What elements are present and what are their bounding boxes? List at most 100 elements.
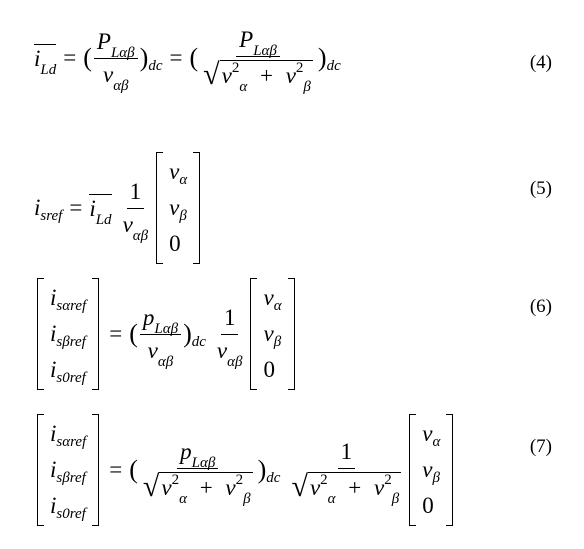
exp-2: 2 <box>320 471 328 488</box>
symbol-v: v <box>216 337 228 363</box>
sub-ab: αβ <box>113 77 129 94</box>
exp-2: 2 <box>295 59 304 76</box>
equation-4: iLd = ( PLαβ vαβ )dc = ( PLαβ √ v2α + v2… <box>0 18 584 98</box>
exp-2: 2 <box>235 471 244 488</box>
symbol-v: v <box>169 159 180 184</box>
fraction-1-over-v: 1 vαβ <box>214 305 246 370</box>
sub-beta: β <box>273 333 282 350</box>
sub-Lab: Lαβ <box>253 42 277 59</box>
left-paren: ( <box>189 43 199 72</box>
symbol-i: i <box>50 421 57 446</box>
equals-sign: = <box>109 457 123 482</box>
sub-ab: αβ <box>227 353 243 370</box>
numeral-0: 0 <box>422 493 434 518</box>
sub-Ld: Ld <box>95 212 112 228</box>
symbol-i: i <box>89 196 96 221</box>
sub-beta: β <box>179 207 187 224</box>
equation-number-5: (5) <box>529 178 552 199</box>
sub-beta: β <box>303 78 311 95</box>
plus-sign: + <box>348 474 362 500</box>
symbol-v: v <box>225 474 236 500</box>
sub-saref: sαref <box>56 297 87 314</box>
symbol-i: i <box>50 285 57 310</box>
numeral-1: 1 <box>220 305 239 335</box>
sub-alpha: α <box>179 490 187 507</box>
plus-sign: + <box>199 474 213 500</box>
sub-beta: β <box>243 490 251 507</box>
equation-number-4: (4) <box>529 52 552 73</box>
sub-sbref: sβref <box>56 333 86 350</box>
i-Ld-bar: iLd <box>34 44 57 78</box>
symbol-v: v <box>169 195 180 220</box>
sub-alpha: α <box>179 171 188 188</box>
symbol-i: i <box>50 493 57 518</box>
symbol-v: v <box>263 321 274 346</box>
equals-sign: = <box>63 45 77 70</box>
equation-number-7: (7) <box>529 436 552 457</box>
sub-beta: β <box>391 490 400 507</box>
sub-alpha: α <box>432 433 441 450</box>
symbol-v: v <box>374 474 385 500</box>
sub-alpha: α <box>327 490 336 507</box>
exp-2: 2 <box>384 471 392 488</box>
numeral-0: 0 <box>263 357 275 382</box>
right-paren: ) <box>183 319 192 348</box>
symbol-v: v <box>309 474 321 500</box>
equals-sign: = <box>109 321 123 346</box>
symbol-v: v <box>122 211 133 237</box>
left-paren: ( <box>129 319 138 348</box>
symbol-p: p <box>142 304 155 330</box>
fraction-P-over-v: PLαβ vαβ <box>93 29 138 94</box>
i-Ld-bar: iLd <box>89 194 112 228</box>
fraction-p-over-v: pLαβ vαβ <box>139 304 182 370</box>
sub-saref: sαref <box>56 433 87 450</box>
symbol-v: v <box>161 474 172 500</box>
equals-sign: = <box>169 45 183 70</box>
symbol-v: v <box>263 285 274 310</box>
exp-2: 2 <box>231 59 240 76</box>
sub-ab: αβ <box>157 353 174 370</box>
radical-sign: √ <box>291 469 308 503</box>
symbol-i: i <box>50 457 57 482</box>
sqrt: √ v2α + v2β <box>142 469 253 507</box>
equals-sign: = <box>69 195 83 220</box>
radical-sign: √ <box>142 469 160 503</box>
symbol-v: v <box>221 62 232 88</box>
symbol-i: i <box>34 195 41 220</box>
sub-Lab: Lαβ <box>191 454 216 471</box>
symbol-i: i <box>50 357 57 382</box>
radical-sign: √ <box>203 57 220 91</box>
symbol-i: i <box>34 46 41 71</box>
sqrt: √ v2α + v2β <box>203 57 313 95</box>
sub-beta: β <box>432 469 440 486</box>
left-paren: ( <box>83 43 92 72</box>
numeral-0: 0 <box>169 231 181 256</box>
plus-sign: + <box>259 62 273 88</box>
symbol-v: v <box>422 421 433 446</box>
sub-s0ref: s0ref <box>56 369 86 386</box>
sub-Ld: Ld <box>40 62 57 78</box>
sub-alpha: α <box>239 78 248 95</box>
sub-dc: dc <box>148 57 163 74</box>
numeral-1: 1 <box>126 179 145 209</box>
right-paren: ) <box>257 455 267 484</box>
sub-dc: dc <box>266 469 281 486</box>
symbol-v: v <box>422 457 433 482</box>
sub-Lab: Lαβ <box>154 320 179 337</box>
symbol-P: P <box>239 26 254 52</box>
exp-2: 2 <box>171 471 180 488</box>
sub-alpha: α <box>273 297 282 314</box>
sub-Lab: Lαβ <box>110 44 135 61</box>
symbol-v: v <box>285 62 296 88</box>
left-paren: ( <box>129 455 138 484</box>
fraction-1-over-v: 1 vαβ <box>120 179 152 244</box>
